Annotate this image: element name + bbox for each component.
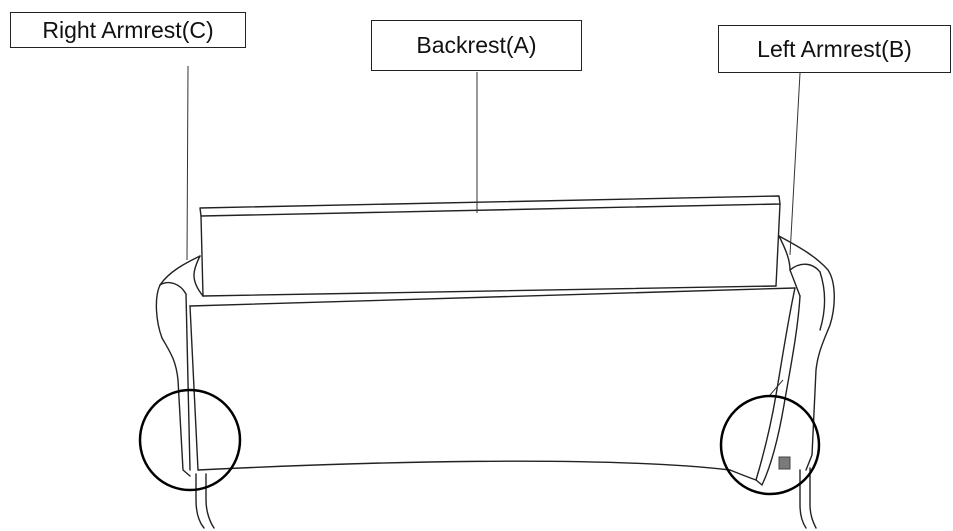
label-right-armrest: Right Armrest(C) [10,12,246,48]
label-left-armrest: Left Armrest(B) [718,25,951,73]
backrest-panel [199,195,781,297]
left-armrest [778,235,835,529]
label-right-armrest-text: Right Armrest(C) [42,16,214,43]
label-backrest: Backrest(A) [371,20,582,71]
highlight-circle-right [138,388,242,492]
leader-line-left-armrest [789,72,801,256]
leader-line-right-armrest [186,65,189,261]
seat-front-panel [189,287,801,486]
label-backrest-text: Backrest(A) [416,32,537,58]
highlight-circle-left [719,394,821,496]
label-left-armrest-text: Left Armrest(B) [757,35,912,62]
right-armrest [155,255,215,529]
